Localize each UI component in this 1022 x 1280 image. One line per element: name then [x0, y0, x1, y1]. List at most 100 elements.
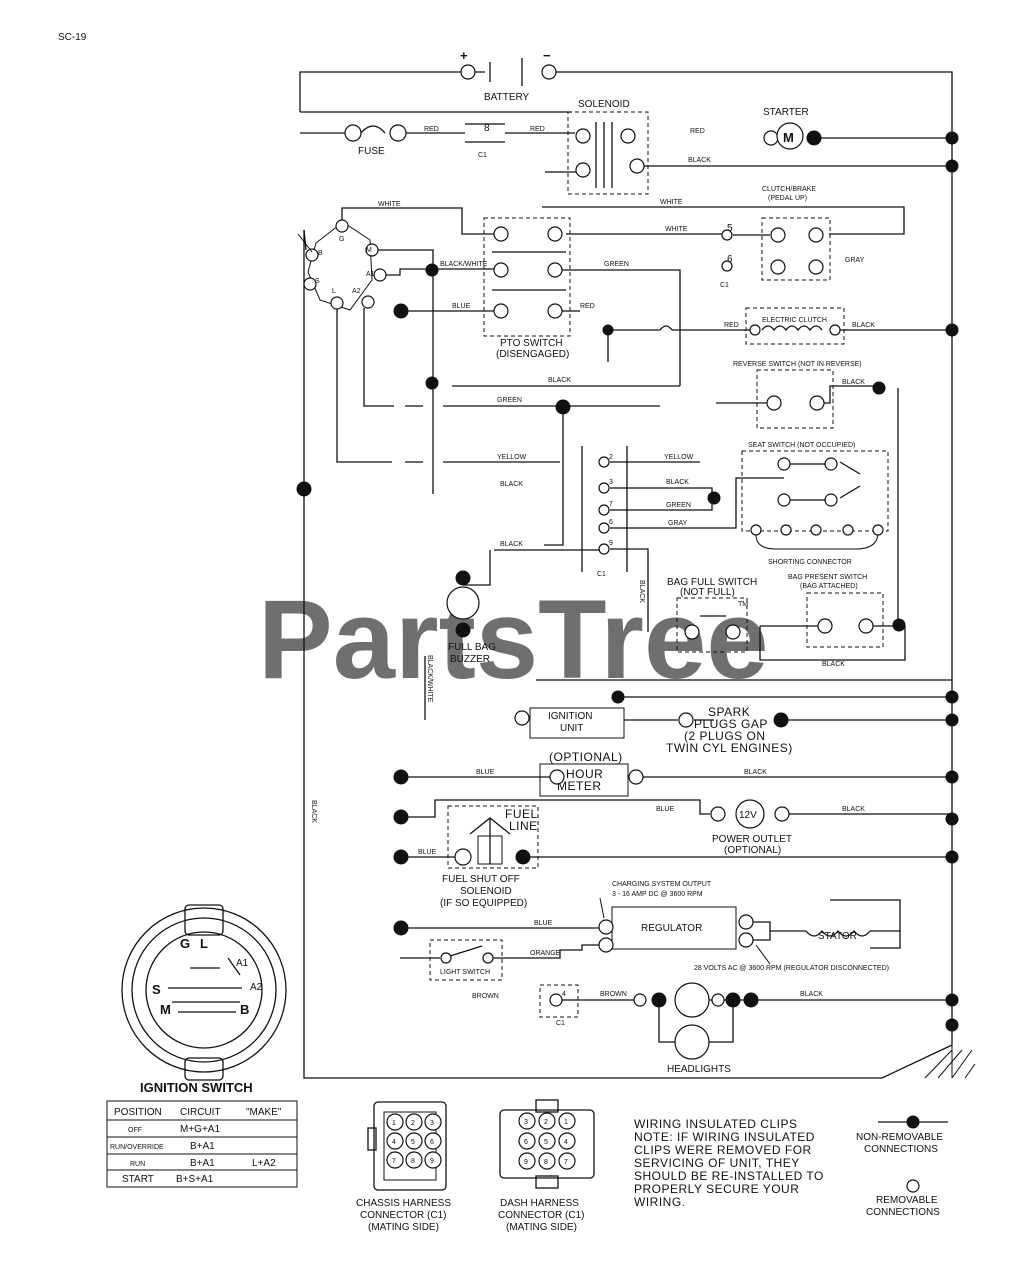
chassis-pin-6 [424, 1132, 442, 1150]
fuel-shutoff-label-2: SOLENOID [460, 886, 512, 897]
bag-present-label-1: BAG PRESENT SWITCH [788, 574, 867, 581]
pin-2: 2 [609, 454, 613, 461]
sw-a1: A1 [366, 271, 375, 278]
clutch-brake-label-1: CLUTCH/BRAKE [762, 186, 816, 193]
ignition-switch-schematic: G M A1 A2 L S B WHITE BLACK/WHITE BLUE B… [296, 201, 660, 823]
dash-pin-label-1: 1 [564, 1119, 568, 1126]
note-line-7: WIRING. [634, 1195, 686, 1209]
dash-pin-label-5: 5 [544, 1139, 548, 1146]
dash-label-3: (MATING SIDE) [506, 1222, 577, 1233]
bag-present-label-2: (BAG ATTACHED) [800, 583, 858, 590]
electric-clutch-label: ELECTRIC CLUTCH [762, 317, 827, 324]
note-line-2: NOTE: IF WIRING INSULATED [634, 1130, 815, 1144]
ignition-unit: IGNITION UNIT SPARK PLUGS GAP (2 PLUGS O… [514, 705, 952, 755]
wire-yellow-2: YELLOW [664, 454, 694, 461]
dash-pin-3 [518, 1112, 536, 1130]
ig-m: M [160, 1002, 171, 1017]
chassis-pin-label-3: 3 [430, 1120, 434, 1127]
wire-red-clutch: RED [724, 322, 739, 329]
legend-nonremovable-2: CONNECTIONS [864, 1144, 938, 1155]
seat-switch: SEAT SWITCH (NOT OCCUPIED) SHORTING CONN… [720, 442, 889, 566]
headlights-label: HEADLIGHTS [667, 1064, 731, 1075]
chassis-label-3: (MATING SIDE) [368, 1222, 439, 1233]
spark-label-2: PLUGS GAP [694, 717, 768, 731]
spark-label-1: SPARK [708, 705, 750, 719]
dash-pin-label-2: 2 [544, 1119, 548, 1126]
pin-7: 7 [609, 501, 613, 508]
legend-removable-1: REMOVABLE [876, 1195, 938, 1206]
chassis-pin-label-7: 7 [392, 1158, 396, 1165]
dash-pin-8 [538, 1152, 556, 1170]
dash-pin-label-3: 3 [524, 1119, 528, 1126]
wire-black-rev: BLACK [842, 379, 865, 386]
ig-s: S [152, 982, 161, 997]
note-line-5: SHOULD BE RE-INSTALLED TO [634, 1169, 824, 1183]
dash-pin-label-6: 6 [524, 1139, 528, 1146]
wire-red-pto: RED [580, 303, 595, 310]
chassis-pin-label-4: 4 [392, 1139, 396, 1146]
stator-label: STATOR [818, 931, 857, 942]
fuse-label: FUSE [358, 146, 385, 157]
dash-pin-6 [518, 1132, 536, 1150]
dash-pin-label-8: 8 [544, 1159, 548, 1166]
wire-blkwht-v: BLACK/WHITE [426, 655, 433, 703]
hour-meter-label-3: METER [557, 779, 602, 793]
sw-a2: A2 [352, 288, 361, 295]
wire-black-v: BLACK [310, 800, 317, 823]
battery-minus: − [543, 48, 551, 63]
dash-pin-label-4: 4 [564, 1139, 568, 1146]
wire-black-clutch: BLACK [852, 322, 875, 329]
fuse: FUSE RED RED 8 C1 [300, 123, 575, 159]
table-header-position: POSITION [114, 1107, 162, 1118]
bag-full-label-1: BAG FULL SWITCH [667, 577, 757, 588]
wire-black-sol: BLACK [688, 157, 711, 164]
chassis-pin-label-8: 8 [411, 1158, 415, 1165]
chassis-pin-8 [405, 1151, 423, 1169]
wire-brown-2: BROWN [600, 991, 627, 998]
fuel-shutoff-label-3: (IF SO EQUIPPED) [440, 898, 527, 909]
shorting-connector-label: SHORTING CONNECTOR [768, 559, 852, 566]
chassis-pin-label-1: 1 [392, 1120, 396, 1127]
wire-black-4: BLACK [666, 479, 689, 486]
sw-s: S [315, 278, 320, 285]
pin-8: 8 [484, 123, 490, 134]
dash-pin-7 [558, 1152, 576, 1170]
wire-black-5: BLACK [500, 541, 523, 548]
wire-red-starter: RED [690, 128, 705, 135]
wire-gray-1: GRAY [845, 257, 865, 264]
charging-label-1: CHARGING SYSTEM OUTPUT [612, 881, 712, 888]
wire-green-3: GREEN [666, 502, 691, 509]
c1-label-3: C1 [597, 571, 606, 578]
wire-white-3: WHITE [378, 201, 401, 208]
pin-4: 4 [562, 991, 566, 998]
note-line-3: CLIPS WERE REMOVED FOR [634, 1143, 812, 1157]
c1-connector: 2 3 7 6 9 C1 YELLOW YELLOW BLACK BLACK G… [494, 446, 721, 632]
hour-meter-label-2: HOUR [566, 767, 603, 781]
chassis-pin-2 [405, 1113, 423, 1131]
dash-pin-5 [538, 1132, 556, 1150]
bag-present-switch: BAG PRESENT SWITCH (BAG ATTACHED) BLACK [759, 388, 906, 668]
ig-b: B [240, 1002, 249, 1017]
battery-plus: + [460, 48, 468, 63]
wire-black-3: BLACK [500, 481, 523, 488]
table-row-run-cir: B+A1 [190, 1158, 215, 1169]
chassis-pin-label-6: 6 [430, 1139, 434, 1146]
chassis-pin-label-2: 2 [411, 1120, 415, 1127]
reverse-switch-label: REVERSE SWITCH (NOT IN REVERSE) [733, 361, 862, 368]
sw-m: M [366, 247, 372, 254]
wire-red-1: RED [424, 126, 439, 133]
dash-label-2: CONNECTOR (C1) [498, 1210, 584, 1221]
pto-label-1: PTO SWITCH [500, 338, 563, 349]
fuel-line-label-1: FUEL [505, 807, 538, 821]
starter: STARTER M RED [690, 107, 952, 150]
note-line-4: SERVICING OF UNIT, THEY [634, 1156, 800, 1170]
starter-label: STARTER [763, 107, 809, 118]
pin-3: 3 [609, 479, 613, 486]
wire-white-1: WHITE [665, 226, 688, 233]
buzzer-label-2: BUZZER [450, 654, 490, 665]
chassis-pin-5 [405, 1132, 423, 1150]
legend: NON-REMOVABLE CONNECTIONS REMOVABLE CONN… [856, 1115, 948, 1218]
solenoid-label: SOLENOID [578, 99, 630, 110]
ig-a2: A2 [250, 982, 263, 993]
